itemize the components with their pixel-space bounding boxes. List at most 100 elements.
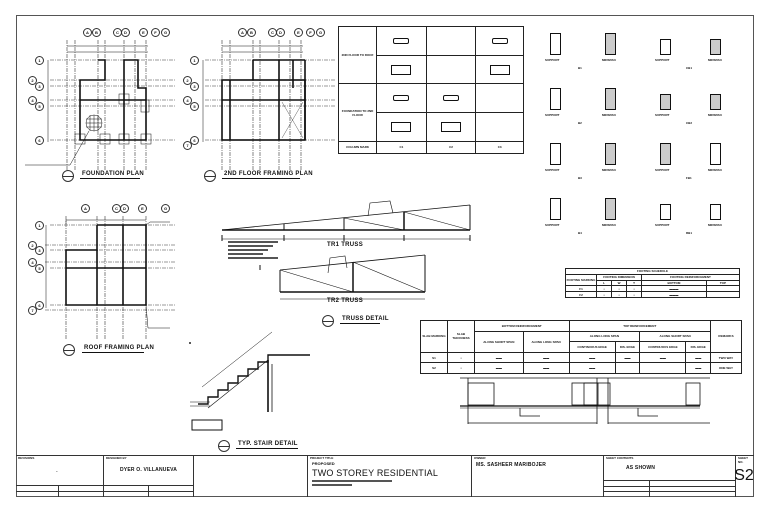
title-underline [80,178,140,179]
grid-bubble-2: 2 [183,76,192,85]
slab-section-drawing [460,377,710,424]
slab-remarks: TWO WAY [710,351,742,364]
roof-framing-tag-icon [63,344,75,356]
grid-bubble-5: 5 [190,102,199,111]
grid-bubble-g: G [161,204,170,213]
grid-bubble-2: 2 [28,241,37,250]
beam-mark: FB1 [686,176,692,180]
beam-details: SUPPORT MIDSPAN B1 SUPPORT MIDSPAN B2 SU… [540,25,750,245]
beam-mark: B2 [578,121,582,125]
grid-bubble-a: A [238,28,247,37]
grid-bubble-4: 4 [183,96,192,105]
grid-bubble-6: 6 [35,301,44,310]
beam-mark: CB1 [686,66,693,70]
designer-name: DYER O. VILLANUEVA [120,467,178,473]
grid-bubble-4: 4 [28,258,37,267]
truss-drawings [221,200,471,300]
scale-value: AS SHOWN [626,465,656,471]
foundation-plan-drawing [25,40,175,170]
grid-bubble-6: 6 [190,136,199,145]
stair-detail-drawing [189,331,310,431]
grid-bubble-1: 1 [35,56,44,65]
roof-framing-title: ROOF FRAMING PLAN [84,345,155,351]
grid-bubble-5: 5 [35,102,44,111]
slab-schedule-table: SLAB MARKING SLAB THICKNESS BOTTOM REINF… [420,320,742,374]
truss-tr2-title: TR2 TRUSS [327,298,364,304]
grid-bubble-3: 3 [190,82,199,91]
beam-mark: CB2 [686,121,693,125]
grid-bubble-g: G [161,28,170,37]
grid-bubble-e: E [294,28,303,37]
truss-detail-title: TRUSS DETAIL [342,316,389,322]
grid-bubble-e: E [139,28,148,37]
sheet-number-cell: SHEET NO. S2 [734,455,754,497]
grid-bubble-a: A [81,204,90,213]
grid-bubble-f: F [151,28,160,37]
column-row-label: FOUNDATION TO 2ND FLOOR [337,83,378,142]
drawing-sheet-border [16,15,754,497]
grid-bubble-d: D [120,204,129,213]
foundation-plan-tag-icon [62,170,74,182]
stair-detail-tag-icon [218,440,230,452]
owner-name: MS. SASHEER MARIBOJER [476,462,547,468]
sheet-number: S2 [734,467,754,484]
column-mark: C3 [475,140,524,155]
beam-mark: B3 [578,176,582,180]
grid-bubble-d: D [121,28,130,37]
slab-remarks: ONE WAY [710,362,742,374]
grid-bubble-d: D [276,28,285,37]
grid-bubble-e: E [138,204,147,213]
sheet-contents-cell: SHEET CONTENTS AS SHOWN [603,455,736,497]
truss-tr1-title: TR1 TRUSS [327,242,364,248]
column-mark: C2 [425,140,477,155]
stair-detail-title: TYP. STAIR DETAIL [238,441,298,447]
truss-detail-tag-icon [322,315,334,327]
grid-bubble-5: 5 [35,264,44,273]
grid-bubble-b: B [92,28,101,37]
column-mark: C1 [376,140,427,155]
column-mark-label: COLUMN MARK [337,140,378,155]
grid-bubble-2: 2 [28,76,37,85]
beam-mark: RB1 [686,231,693,235]
truss-notes [228,241,278,259]
title-underline [340,323,380,324]
designer-cell: DESIGNED BY DYER O. VILLANUEVA [103,455,194,497]
title-block-top-border [16,455,754,456]
revisions-cell: REVISIONS - [16,455,103,497]
blank-cell [193,455,307,497]
second-floor-tag-icon [204,170,216,182]
project-title: TWO STOREY RESIDENTIAL [312,468,439,478]
title-underline [82,352,144,353]
foundation-plan: A B C D E F G 1 2 3 4 5 6 [20,20,180,180]
grid-bubble-1: 1 [190,56,199,65]
roof-framing-drawing [45,216,175,340]
slab-mark: S2 [420,362,448,374]
beam-mark: B1 [578,66,582,70]
second-floor-framing-drawing [202,40,335,170]
second-floor-framing-title: 2ND FLOOR FRAMING PLAN [224,171,313,177]
second-floor-framing-plan: A B C D E F G 1 2 3 4 5 6 7 [175,20,335,180]
grid-bubble-b: B [247,28,256,37]
grid-bubble-3: 3 [35,82,44,91]
foundation-plan-title: FOUNDATION PLAN [82,171,145,177]
beam-mark: B4 [578,231,582,235]
grid-bubble-7: 7 [183,141,192,150]
footing-mark: F2 [565,291,597,298]
grid-bubble-4: 4 [28,96,37,105]
title-underline [236,448,298,449]
grid-bubble-a: A [83,28,92,37]
slab-mark: S1 [420,351,448,364]
column-row-label: 2ND FLOOR TO ROOF [337,25,378,85]
project-cell: PROJECT TITLE PROPOSED TWO STOREY RESIDE… [307,455,471,497]
column-schedule-table: 2ND FLOOR TO ROOF FOUNDATION TO 2ND FLOO… [337,25,524,155]
grid-bubble-3: 3 [35,246,44,255]
owner-cell: OWNER MS. SASHEER MARIBOJER [471,455,603,497]
grid-bubble-g: G [316,28,325,37]
grid-bubble-f: F [306,28,315,37]
grid-bubble-7: 7 [28,306,37,315]
footing-schedule-table: FOOTING SCHEDULE FOOTING MARKING FOOTING… [565,268,741,298]
grid-bubble-6: 6 [35,136,44,145]
grid-bubble-1: 1 [35,221,44,230]
title-underline [222,178,300,179]
roof-framing-plan: A C D E G 1 2 3 4 5 6 7 [20,200,200,340]
